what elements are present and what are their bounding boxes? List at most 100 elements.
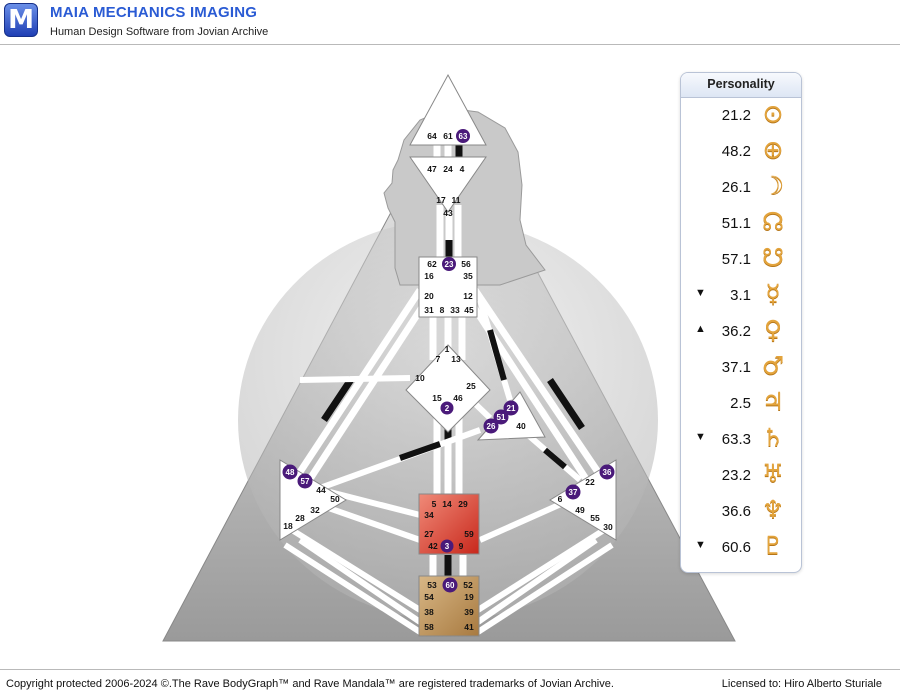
- gate-label: 10: [415, 373, 425, 383]
- planet-gate-value: 51.1: [721, 215, 751, 232]
- planet-row: 57.1 ☋: [681, 242, 801, 278]
- app-title: MAIA MECHANICS IMAGING: [50, 4, 258, 21]
- gate-label: 8: [440, 305, 445, 315]
- gate-label: 59: [464, 529, 474, 539]
- gate-label: 43: [443, 208, 453, 218]
- moon-icon: ☽: [761, 171, 785, 200]
- gate-label: 62: [427, 259, 437, 269]
- gate-label: 57: [301, 477, 310, 486]
- gate-label: 50: [330, 494, 340, 504]
- planet-row: 36.6 ♆: [681, 494, 801, 530]
- gate-label: 7: [436, 354, 441, 364]
- gate-label: 22: [585, 477, 595, 487]
- saturn-icon: ♄: [761, 423, 785, 452]
- channels: [283, 145, 614, 635]
- gate-activation-marker: [503, 400, 519, 416]
- planet-gate-value: 2.5: [730, 395, 751, 412]
- gate-label: 29: [458, 499, 468, 509]
- gate-label: 30: [603, 522, 613, 532]
- planet-list: 21.2⊙48.2⊕26.1☽51.1☊57.1☋▼3.1☿▲36.2♀37.1…: [681, 98, 801, 566]
- gate-label: 12: [463, 291, 473, 301]
- panel-title: Personality: [681, 73, 801, 98]
- gate-labels: 64 61 63 47 24 4 17 11 43 62 23 56 16 35…: [282, 129, 615, 632]
- planet-gate-value: 21.2: [721, 107, 751, 124]
- gate-label: 24: [443, 164, 453, 174]
- gate-label: 14: [442, 499, 452, 509]
- planet-gate-value: 3.1: [730, 287, 751, 304]
- gate-activation-marker: [442, 257, 456, 271]
- gate-activation-marker: [440, 401, 454, 415]
- gate-label: 20: [424, 291, 434, 301]
- license-text: Licensed to: Hiro Alberto Sturiale: [721, 678, 882, 690]
- gate-label: 37: [569, 488, 578, 497]
- planet-row: 23.2♅: [681, 458, 801, 494]
- planet-row: ▼63.3♄: [681, 422, 801, 458]
- gate-label: 11: [452, 195, 461, 205]
- gate-activation-marker: [599, 464, 615, 480]
- solar-plexus-center: [549, 459, 617, 541]
- sun-icon: ⊙: [762, 99, 784, 128]
- uranus-icon: ♅: [761, 459, 785, 488]
- gate-activation-marker: [483, 418, 499, 434]
- planet-gate-value: 63.3: [721, 431, 751, 448]
- gate-label: 52: [463, 580, 473, 590]
- planet-direction-indicator: ▼: [695, 539, 706, 551]
- gate-label: 48: [286, 468, 295, 477]
- planet-row: 37.1 ♂: [681, 350, 801, 386]
- g-center: [405, 344, 491, 433]
- gate-label: 63: [459, 132, 468, 141]
- gate-label: 49: [575, 505, 585, 515]
- gate-label: 44: [316, 485, 326, 495]
- head-center: [409, 73, 487, 146]
- spleen-center: [279, 459, 347, 541]
- gate-label: 54: [424, 592, 434, 602]
- planet-gate-value: 37.1: [721, 359, 751, 376]
- gate-label: 58: [424, 622, 434, 632]
- venus-icon: ♀: [763, 315, 783, 344]
- planet-row: 51.1☊: [681, 206, 801, 242]
- maia-logo-icon: M: [4, 3, 38, 37]
- gate-label: 1: [445, 344, 450, 354]
- south-node-icon: ☋: [761, 243, 785, 272]
- planet-gate-value: 60.6: [721, 539, 751, 556]
- planet-row: ▲ 36.2 ♀: [681, 314, 801, 350]
- personality-panel: Personality 21.2⊙48.2⊕26.1☽51.1☊57.1☋▼3.…: [680, 72, 802, 573]
- gate-label: 17: [436, 195, 446, 205]
- gate-label: 2: [445, 404, 450, 413]
- gate-activation-marker: [282, 464, 298, 480]
- mars-icon: ♂: [761, 351, 785, 380]
- planet-row: ▼60.6♇: [681, 530, 801, 566]
- gate-label: 21: [507, 404, 516, 413]
- neptune-icon: ♆: [761, 495, 785, 524]
- gate-label: 51: [497, 413, 506, 422]
- app-footer: Copyright protected 2006-2024 ©.The Rave…: [0, 669, 900, 700]
- gate-label: 53: [427, 580, 437, 590]
- gate-label: 19: [464, 592, 474, 602]
- gate-label: 27: [424, 529, 434, 539]
- gate-label: 13: [451, 354, 461, 364]
- planet-row: 21.2 ⊙: [681, 98, 801, 134]
- gate-activation-marker: [565, 484, 581, 500]
- gate-label: 23: [445, 260, 454, 269]
- gate-label: 26: [487, 422, 496, 431]
- gate-label: 25: [466, 381, 476, 391]
- gate-label: 35: [463, 271, 473, 281]
- planet-row: 26.1☽: [681, 170, 801, 206]
- planet-gate-value: 36.2: [721, 323, 751, 340]
- gate-label: 45: [464, 305, 474, 315]
- earth-icon: ⊕: [762, 135, 784, 164]
- gate-label: 33: [450, 305, 460, 315]
- planet-gate-value: 57.1: [721, 251, 751, 268]
- gate-activation-marker: [440, 539, 454, 553]
- planet-gate-value: 36.6: [721, 503, 751, 520]
- gate-label: 40: [516, 421, 526, 431]
- copyright-text: Copyright protected 2006-2024 ©.The Rave…: [6, 678, 614, 690]
- gate-label: 38: [424, 607, 434, 617]
- gate-label: 5: [432, 499, 437, 509]
- gate-label: 6: [558, 494, 563, 504]
- planet-direction-indicator: ▲: [695, 323, 706, 335]
- bodygraph-chart: 64 61 63 47 24 4 17 11 43 62 23 56 16 35…: [162, 73, 736, 642]
- gate-label: 32: [310, 505, 320, 515]
- gate-label: 64: [427, 131, 437, 141]
- gate-label: 60: [446, 581, 455, 590]
